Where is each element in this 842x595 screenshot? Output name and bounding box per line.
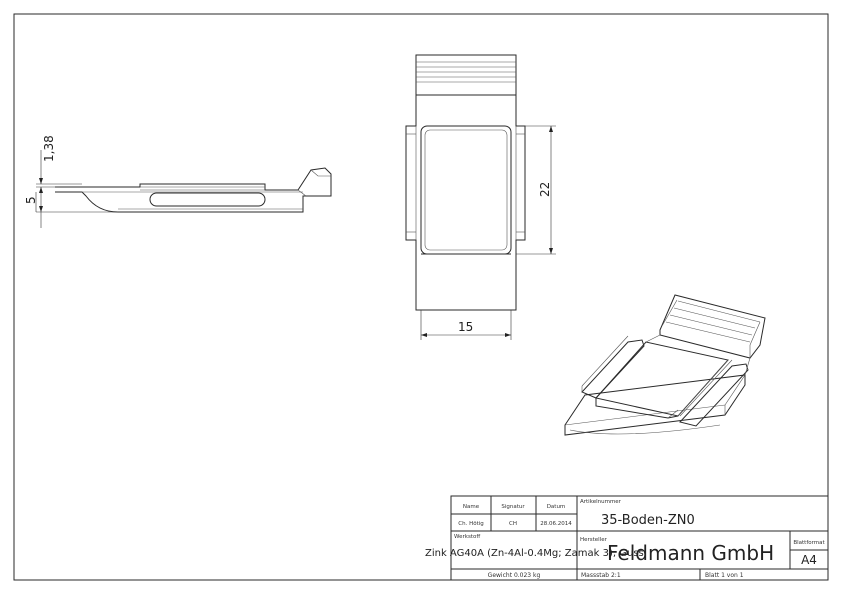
format-label: Blattformat (793, 540, 825, 546)
format-value: A4 (801, 553, 817, 567)
title-block: Name Signatur Datum Ch. Hötig CH 28.06.2… (425, 495, 829, 581)
date-header: Datum (547, 504, 566, 510)
name-value: Ch. Hötig (458, 521, 484, 527)
sheet-number-text: Blatt 1 von 1 (705, 572, 744, 579)
front-dimensions: 22 15 (420, 125, 556, 340)
side-view (55, 167, 332, 213)
dim-side-top-text: 1,38 (42, 135, 56, 162)
weight-text: Gewicht 0.023 kg (488, 572, 541, 579)
dim-front-width-text: 15 (458, 320, 473, 334)
scale-text: Massstab 2:1 (581, 572, 621, 579)
side-dimensions: 1,38 5 (24, 135, 118, 228)
article-number: 35-Boden-ZN0 (601, 513, 695, 528)
material-label: Werkstoff (454, 534, 480, 540)
manufacturer-name: Feldmann GmbH (607, 541, 774, 565)
sheet-border (13, 13, 829, 581)
dim-front-height-text: 22 (538, 182, 552, 197)
material-value: Zink AG40A (Zn-4Al-0.4Mg; Zamak 3), Guss (425, 548, 644, 559)
dim-side-height-text: 5 (24, 196, 38, 204)
signature-header: Signatur (501, 504, 525, 510)
isometric-view (564, 294, 766, 436)
front-view (405, 54, 526, 311)
signature-value: CH (509, 521, 517, 527)
name-header: Name (463, 504, 480, 510)
article-label: Artikelnummer (580, 499, 622, 505)
manufacturer-label: Hersteller (580, 537, 608, 543)
date-value: 28.06.2014 (540, 521, 572, 527)
